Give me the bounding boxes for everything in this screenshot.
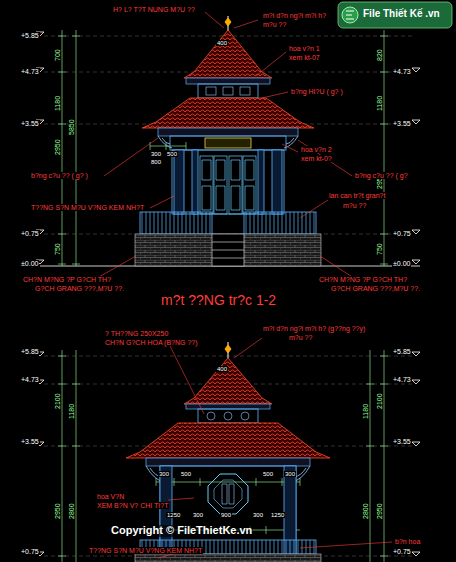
dimension-text: 750 bbox=[54, 242, 61, 256]
dimension-text: 2100 bbox=[376, 392, 383, 410]
annotation: hoa V?N bbox=[96, 493, 125, 500]
level-mark: +3.55 bbox=[392, 438, 412, 445]
annotation: CH?N M?NG ?P G?CH TH? bbox=[22, 276, 112, 283]
dimension-text: 300 bbox=[252, 512, 264, 518]
annotation: b?ng c?u ?? ( g? bbox=[354, 172, 409, 179]
dimension-text: 1250 bbox=[166, 512, 181, 518]
annotation: T??NG S?N M?U V?NG KEM NH?T bbox=[30, 204, 145, 211]
level-mark: +5.85 bbox=[20, 32, 40, 39]
annotation: G?CH GRANG ???,M?U ??. bbox=[34, 285, 125, 292]
level-mark: +0.75 bbox=[392, 230, 412, 237]
level-mark: +4.73 bbox=[392, 68, 412, 75]
level-mark: +3.55 bbox=[392, 120, 412, 127]
dimension-text: 2800 bbox=[68, 502, 75, 520]
dimension-text: 800 bbox=[150, 159, 162, 165]
watermark: Copyright © FileThietKe.vn bbox=[110, 525, 253, 537]
annotation: T??NG S?N M?U V?NG KEM NH?T bbox=[88, 547, 203, 554]
dimension-text: 750 bbox=[376, 242, 383, 256]
annotation: m?u ?? bbox=[262, 21, 287, 28]
dimension-text: 500 bbox=[166, 151, 178, 157]
annotation: XEM B?N V? CHI TI?T bbox=[96, 502, 169, 509]
dimension-text: 2800 bbox=[362, 502, 369, 520]
annotation: m?i d?n ng?i m?i h? bbox=[262, 12, 327, 19]
dimension-text: 1250 bbox=[270, 512, 285, 518]
dimension-text: 820 bbox=[376, 48, 383, 62]
dimension-text: 400 bbox=[216, 40, 228, 46]
dimension-text: 500 bbox=[180, 471, 192, 477]
dimension-text: 400 bbox=[216, 366, 228, 372]
level-mark: ±0.00 bbox=[20, 260, 39, 267]
dimension-text: 2950 bbox=[376, 502, 383, 520]
annotation: b?ng c?u ?? ( g? ) bbox=[30, 172, 89, 179]
level-mark: +3.55 bbox=[20, 438, 40, 445]
dimension-text: 300 bbox=[158, 471, 170, 477]
dimension-text: 900 bbox=[220, 512, 232, 518]
level-mark: +4.73 bbox=[392, 376, 412, 383]
annotation: xem kt-07 bbox=[288, 54, 321, 61]
annotation: hoa v?n 1 bbox=[288, 45, 321, 52]
annotation: CH?N M?NG ?P G?CH TH? bbox=[318, 276, 408, 283]
dimension-text: 2100 bbox=[54, 392, 61, 410]
annotation: m?u ?? bbox=[342, 202, 367, 209]
level-mark: +3.55 bbox=[20, 120, 40, 127]
annotation: hoa v?n 2 bbox=[300, 146, 333, 153]
annotation: b?ng HI?U ( g? ) bbox=[290, 88, 344, 95]
level-mark: +4.73 bbox=[20, 68, 40, 75]
level-mark: +0.75 bbox=[20, 548, 40, 555]
annotation: m?u ?? bbox=[288, 334, 313, 341]
dimension-text: 5850 bbox=[68, 118, 75, 136]
level-mark: +5.85 bbox=[392, 348, 412, 355]
dimension-text: 300 bbox=[192, 512, 204, 518]
level-mark: +4.73 bbox=[20, 376, 40, 383]
annotation: H? L? T?T NUNG M?U ?? bbox=[112, 6, 196, 13]
dimension-text: 700 bbox=[54, 48, 61, 62]
annotation: G?CH GRANG ???,M?U ??. bbox=[330, 285, 421, 292]
annotation: lan can tr?t gran?t bbox=[328, 192, 386, 199]
dimension-text: 1180 bbox=[376, 95, 383, 112]
dimension-text: 1180 bbox=[68, 403, 75, 420]
annotation: b?n hoa bbox=[394, 538, 421, 545]
level-mark: +5.85 bbox=[20, 348, 40, 355]
annotation: ? TH??NG 250X250 bbox=[104, 330, 169, 337]
level-mark: ±0.00 bbox=[392, 260, 411, 267]
level-mark: +0.75 bbox=[392, 548, 412, 555]
dimension-text: 300 bbox=[284, 471, 296, 477]
dimension-text: 500 bbox=[262, 471, 274, 477]
dimension-text: 2950 bbox=[54, 138, 61, 156]
annotation: m?i d?n ng?i m?i h? (g??ng ??y) bbox=[262, 325, 366, 332]
dimension-text: 300 bbox=[150, 151, 162, 157]
drawing-title: m?t ??NG tr?c 1-2 bbox=[160, 293, 277, 308]
annotation: CH?N G?CH HOA (B?NG ??) bbox=[104, 339, 199, 346]
dimension-text: 1180 bbox=[362, 403, 369, 420]
dimension-text: 1180 bbox=[54, 95, 61, 112]
dimension-text: 2950 bbox=[54, 502, 61, 520]
level-mark: +0.75 bbox=[20, 230, 40, 237]
watermark: File Thiết Kế .vn bbox=[362, 9, 441, 20]
annotation: xem kt-0? bbox=[300, 155, 333, 162]
